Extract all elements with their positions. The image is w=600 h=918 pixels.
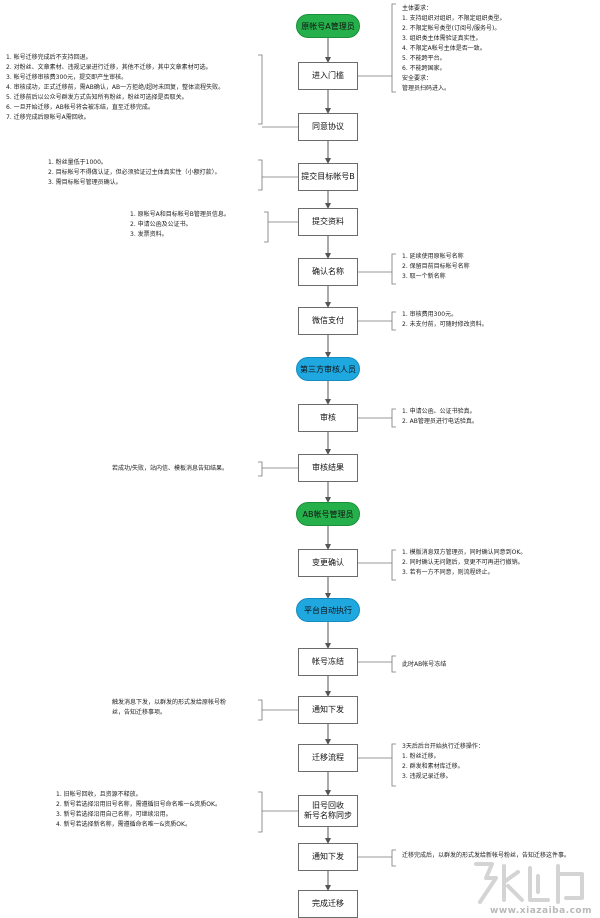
callout-bracket <box>358 849 396 867</box>
start-pill-a-admin: 原帐号A管理员 <box>296 14 360 38</box>
callout-bracket <box>358 743 396 787</box>
callout-bracket <box>258 699 298 721</box>
note-agreement-terms: 1. 帐号迁移完成后不支持回退。 2. 对粉丝、文章素材、违规记录进行迁移，其他… <box>6 54 225 121</box>
watermark-logo-icon <box>474 862 584 904</box>
callout-bracket <box>258 54 298 128</box>
node-submit-docs: 提交资料 <box>298 208 358 236</box>
node-wechat-pay: 微信支付 <box>298 307 358 335</box>
node-confirm-name: 确认名称 <box>298 258 358 286</box>
node-account-freeze: 帐号冻结 <box>298 648 358 676</box>
node-submit-target: 提交目标帐号B <box>298 163 358 191</box>
node-old-recycle: 旧号回收 新号名称同步 <box>298 795 358 827</box>
note-payment: 1. 审核费用300元。 2. 未支付前，可随时修改资料。 <box>402 311 488 328</box>
node-review: 审核 <box>298 404 358 432</box>
callout-bracket <box>358 3 396 93</box>
callout-bracket <box>258 791 298 833</box>
callout-bracket <box>358 655 396 673</box>
note-name-options: 1. 延续使用原帐号名称 2. 保留目前目标帐号名称 3. 取一个新名称 <box>402 253 470 280</box>
node-notify-2: 通知下发 <box>298 843 358 871</box>
note-review-result: 若成功/失败，站内信、模板消息告知结果。 <box>112 465 229 472</box>
pill-platform-auto: 平台自动执行 <box>296 598 360 622</box>
node-notify-1: 通知下发 <box>298 696 358 724</box>
watermark-site-text: www.xiazaiba.com <box>490 906 592 916</box>
note-notify-2: 迁移完成后，以群发的形式发给新帐号粉丝，告知迁移这件事。 <box>402 852 571 859</box>
note-change-confirm: 1. 模版消息双方管理员，同时确认同意到OK。 2. 同时确认无问题后，变更不可… <box>402 549 527 576</box>
pill-third-party: 第三方审核人员 <box>296 357 360 381</box>
note-old-recycle: 1. 旧帐号回收，且资源不释放。 2. 新号若选择沿用旧号名称，需遵循旧号命名唯… <box>56 791 221 828</box>
note-migrate-flow: 3天后后台开始执行迁移操作： 1. 粉丝迁移。 2. 群发和素材库迁移。 3. … <box>402 743 484 780</box>
note-review: 1. 申请公函、公证书验真。 2. AB管理员进行电话验真。 <box>402 408 478 425</box>
callout-bracket <box>264 211 298 243</box>
node-review-result: 审核结果 <box>298 454 358 482</box>
node-entry: 进入门槛 <box>298 62 358 90</box>
node-done: 完成迁移 <box>298 890 358 918</box>
node-agree: 同意协议 <box>298 113 358 141</box>
note-notify-1: 触发消息下发，以群发的形式发给原帐号粉 丝，告知迁移事项。 <box>112 699 227 716</box>
note-entry-requirements: 主体要求： 1. 支持组织对组织，不限定组织类型。 2. 不限定帐号类型(订阅号… <box>402 5 506 92</box>
callout-bracket <box>358 311 396 331</box>
callout-bracket <box>358 253 396 285</box>
callout-bracket <box>258 159 298 191</box>
callout-bracket <box>358 549 396 581</box>
note-submit-docs: 1. 原帐号A和目标帐号B管理员信息。 2. 申请公函及公证书。 3. 发票资料… <box>130 211 230 238</box>
callout-bracket <box>258 461 298 477</box>
pill-ab-admin: AB帐号管理员 <box>296 502 360 526</box>
note-account-freeze: 此时AB帐号冻结 <box>402 661 447 668</box>
node-migrate-flow: 迁移流程 <box>298 744 358 772</box>
note-target-account: 1. 粉丝量低于1000。 2. 目标帐号不得做认证，但必须验证过主体真实性（小… <box>48 159 221 186</box>
node-change-confirm: 变更确认 <box>298 549 358 577</box>
callout-bracket <box>358 408 396 428</box>
